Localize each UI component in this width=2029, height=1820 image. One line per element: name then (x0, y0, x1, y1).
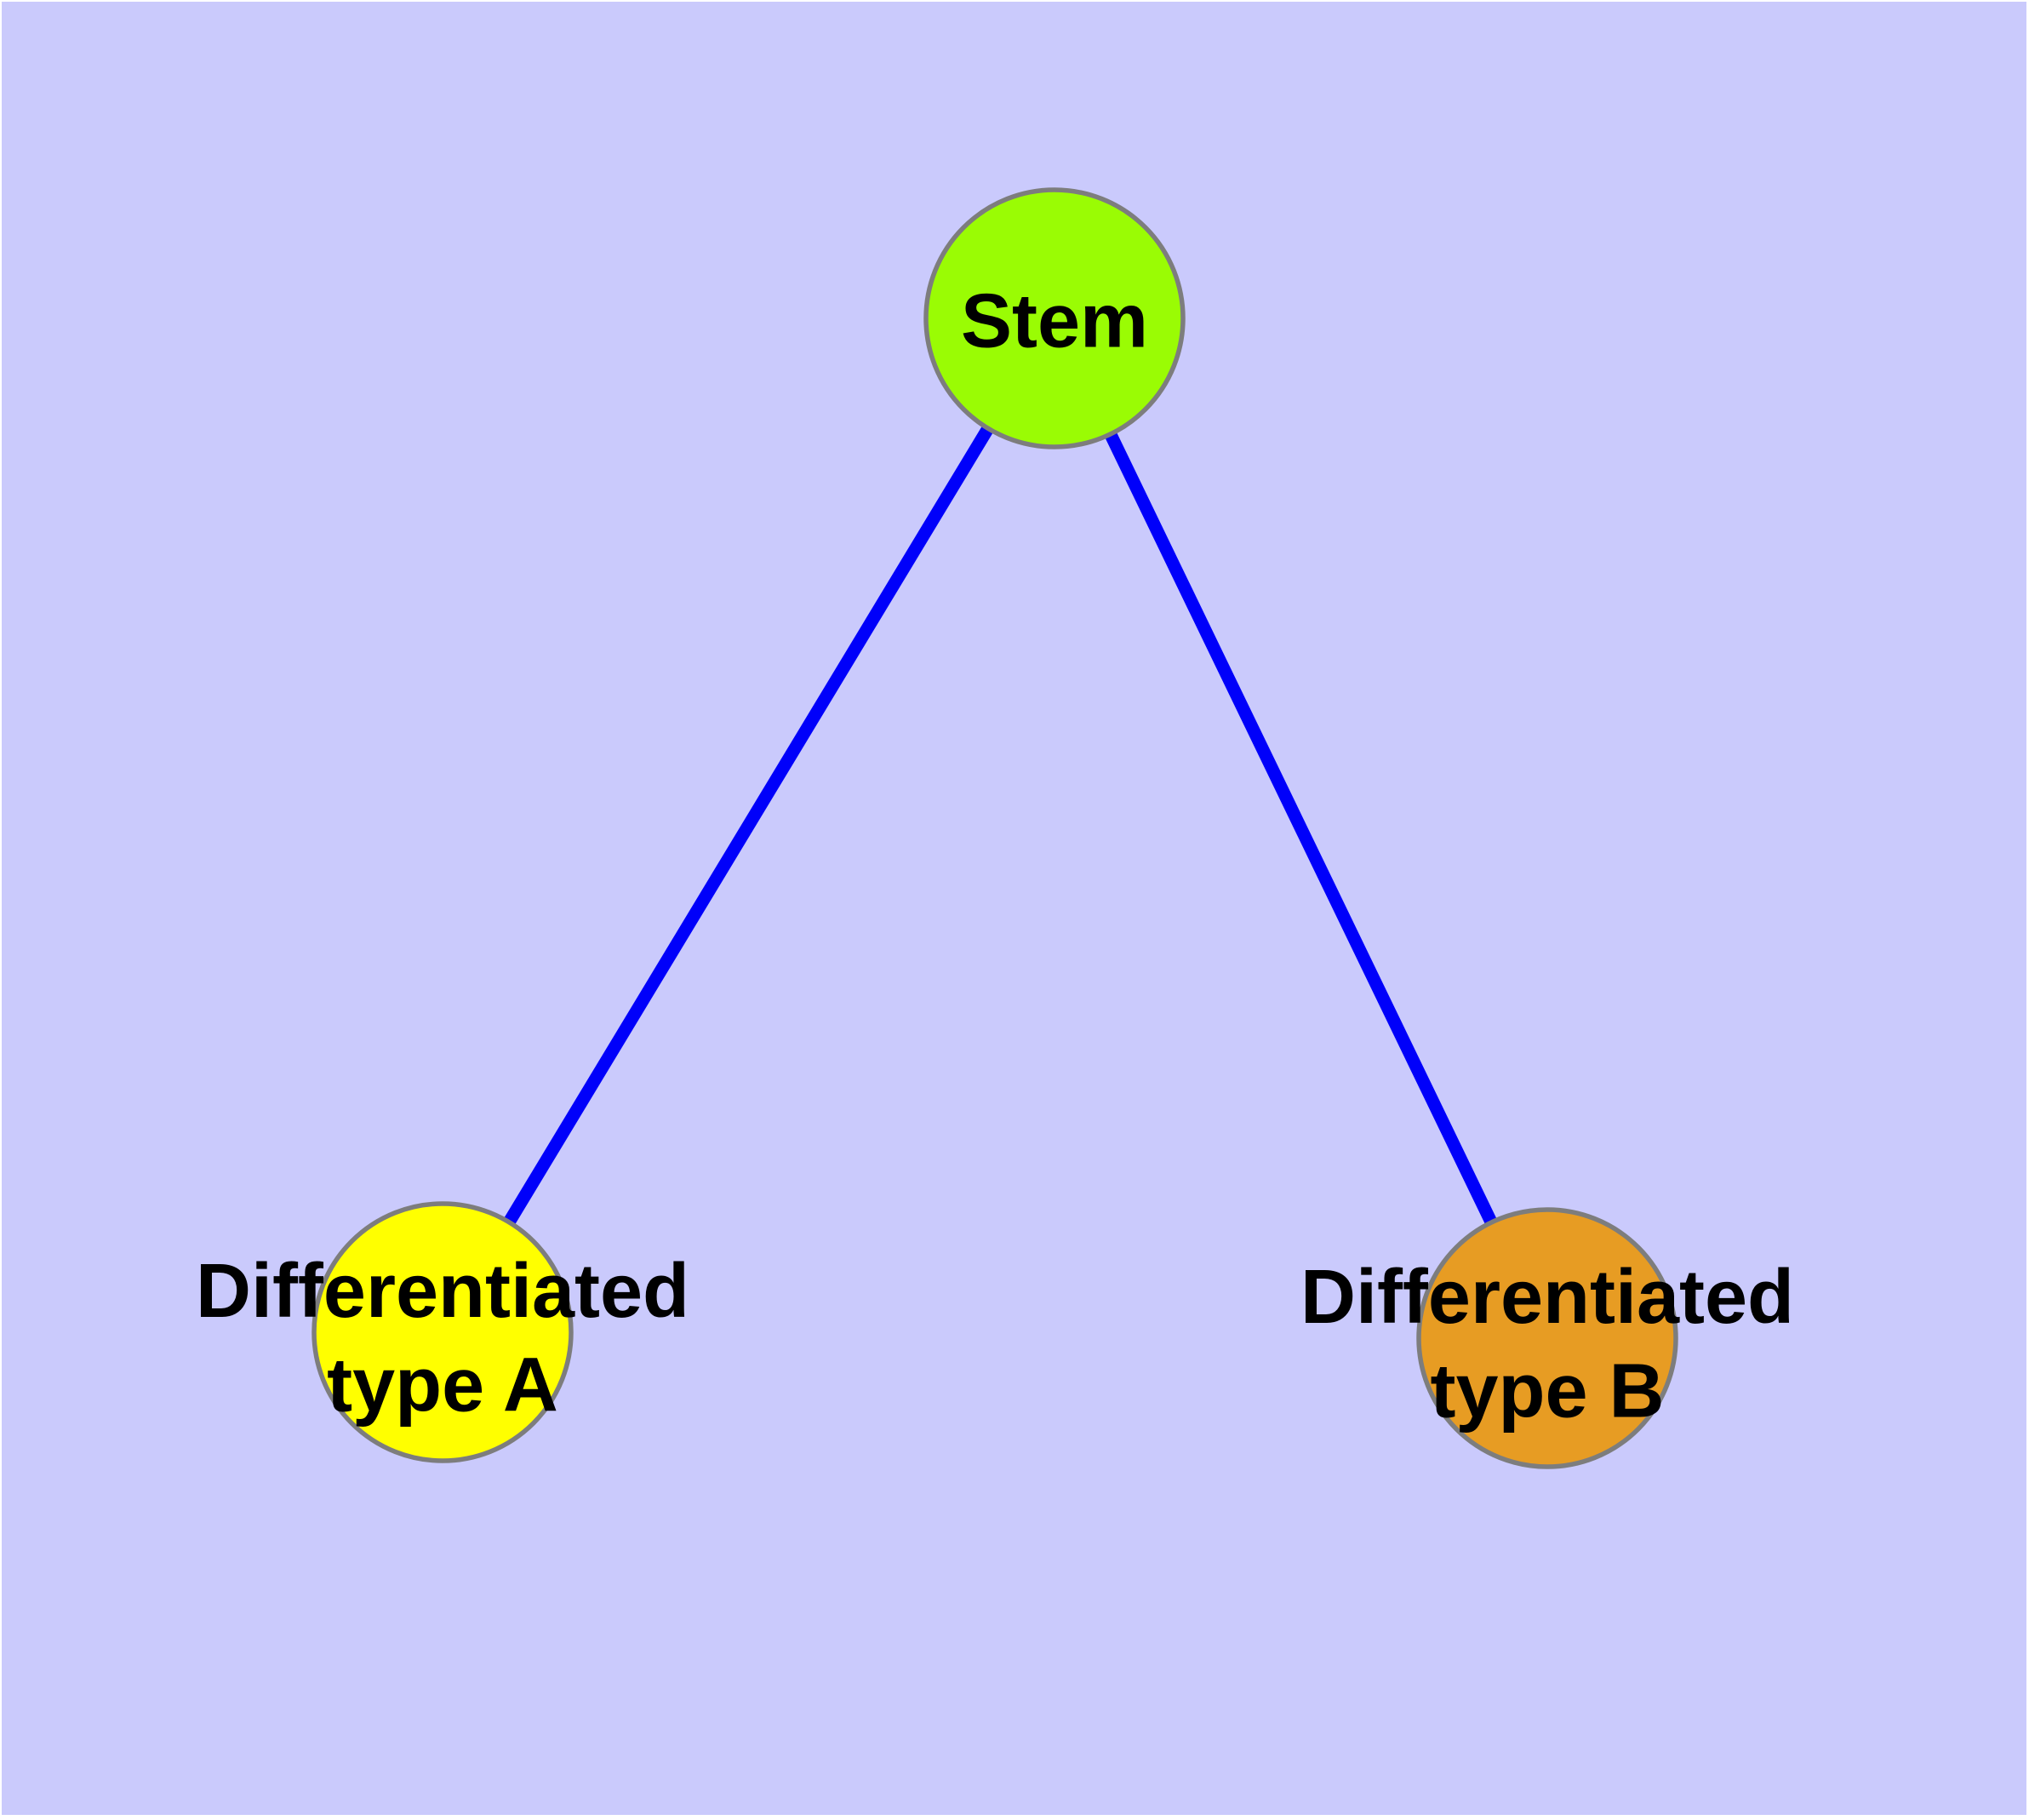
node-differentiated-type-b-label: Differentiated type B (1300, 1255, 1794, 1434)
edge-stem-to-differentiated-type-a (437, 315, 1060, 1336)
node-differentiated-type-b-circle (1416, 1207, 1678, 1469)
node-differentiated-type-b-label-line-1: Differentiated (1300, 1255, 1794, 1340)
node-differentiated-type-a-label-line-2: type A (327, 1343, 558, 1428)
node-differentiated-type-b-label-line-2: type B (1430, 1349, 1664, 1434)
node-stem-circle (923, 187, 1186, 449)
node-stem-label-line-1: Stem (961, 278, 1148, 363)
node-differentiated-type-a-label: Differentiated type A (196, 1249, 689, 1428)
node-stem-label: Stem (961, 278, 1148, 363)
node-differentiated-type-a-circle (311, 1201, 574, 1463)
node-differentiated-type-a-label-line-1: Differentiated (196, 1249, 689, 1334)
edge-stem-to-differentiated-type-b (1049, 315, 1553, 1342)
